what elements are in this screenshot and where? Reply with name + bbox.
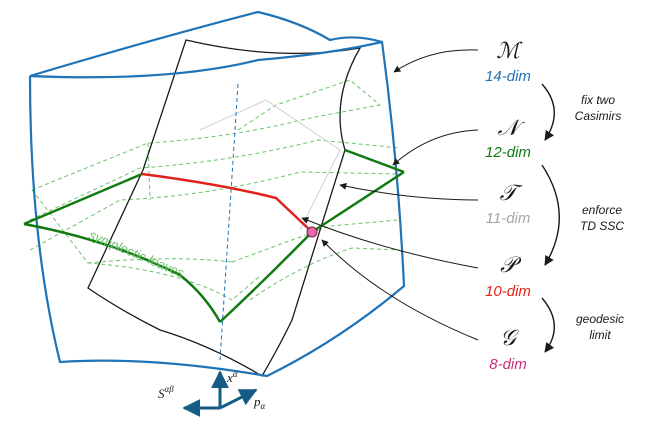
symplectic-leaves-dashed xyxy=(29,79,401,301)
td-ssc-sheet xyxy=(199,99,341,231)
step-1-line-1: fix two xyxy=(581,93,615,107)
x-axis-label: xα xyxy=(226,369,238,385)
p-axis-label: pα xyxy=(253,394,266,411)
coordinate-axes xyxy=(182,370,258,417)
step-labels: fix two Casimirs enforce TD SSC geodesic… xyxy=(575,93,625,342)
step-1-line-2: Casimirs xyxy=(575,109,622,123)
manifold-p-dim: 10-dim xyxy=(485,283,531,300)
step-3-line-1: geodesic xyxy=(576,312,624,326)
p-axis-arrow xyxy=(219,388,258,410)
manifold-labels: ℳ 14-dim 𝒩 12-dim 𝒯 11-dim 𝒫 10-dim 𝒢 8-… xyxy=(485,39,531,373)
manifold-g-dim: 8-dim xyxy=(489,356,527,373)
step-2-line-1: enforce xyxy=(582,203,622,217)
manifold-p-symbol: 𝒫 xyxy=(500,253,522,278)
step-2-line-2: TD SSC xyxy=(580,219,624,233)
symplectic-leaves-label: symplectic leaves xyxy=(87,227,187,281)
n-leaf-outline xyxy=(23,148,405,323)
step-arrows xyxy=(541,83,560,353)
manifold-t-dim: 11-dim xyxy=(486,210,531,227)
pointer-arrows xyxy=(301,49,479,341)
s-axis-label: Sαβ xyxy=(158,384,174,401)
manifold-m-symbol: ℳ xyxy=(496,39,523,64)
manifold-n-dim: 12-dim xyxy=(485,144,531,161)
step-3-line-2: limit xyxy=(589,328,611,342)
manifold-m-dim: 14-dim xyxy=(485,68,531,85)
g-point xyxy=(306,226,318,238)
manifold-g-symbol: 𝒢 xyxy=(500,326,519,351)
phase-space-outline xyxy=(28,10,406,378)
manifold-t-symbol: 𝒯 xyxy=(500,181,524,206)
p-curve xyxy=(141,172,313,233)
manifold-n-symbol: 𝒩 xyxy=(497,116,525,141)
